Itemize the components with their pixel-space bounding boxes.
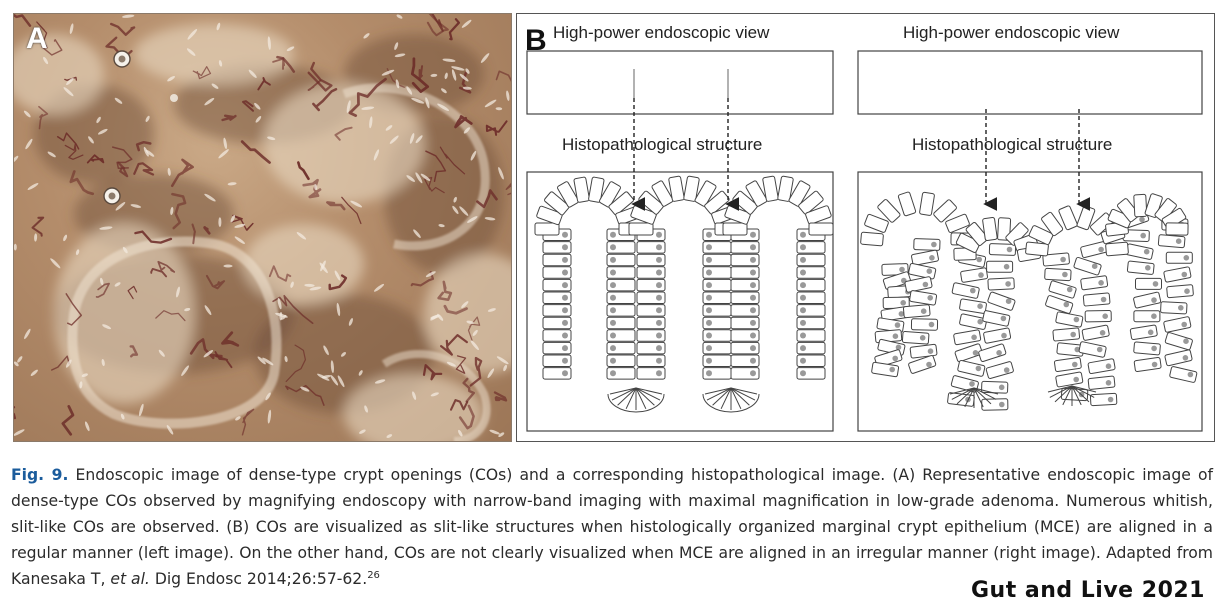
right-view-box: [857, 50, 1203, 115]
caption-tail: Dig Endosc 2014;26:57-62.: [149, 570, 368, 588]
schematic-panel: B High-power endoscopic view High-power …: [516, 13, 1215, 442]
right-structure-box: [857, 171, 1203, 432]
journal-watermark: Gut and Live 2021: [970, 578, 1205, 603]
panel-b-label: B: [525, 24, 547, 57]
left-structure-title: Histopathological structure: [562, 135, 763, 154]
figure-caption: Fig. 9. Endoscopic image of dense-type c…: [11, 462, 1213, 592]
right-structure-title: Histopathological structure: [912, 135, 1113, 154]
caption-label: Fig. 9.: [11, 466, 69, 484]
caption-italic: et al.: [110, 570, 150, 588]
caption-text: Endoscopic image of dense-type crypt ope…: [11, 466, 1213, 588]
left-view-box: [526, 50, 834, 115]
endoscopic-image: A: [13, 13, 512, 442]
left-structure-box: [526, 171, 834, 432]
caption-ref: 26: [367, 569, 380, 581]
crypt-schematic: [526, 50, 1203, 432]
right-view-title: High-power endoscopic view: [903, 23, 1120, 42]
panel-a-label: A: [26, 22, 48, 55]
endoscopic-texture: [14, 14, 511, 441]
left-view-title: High-power endoscopic view: [553, 23, 770, 42]
